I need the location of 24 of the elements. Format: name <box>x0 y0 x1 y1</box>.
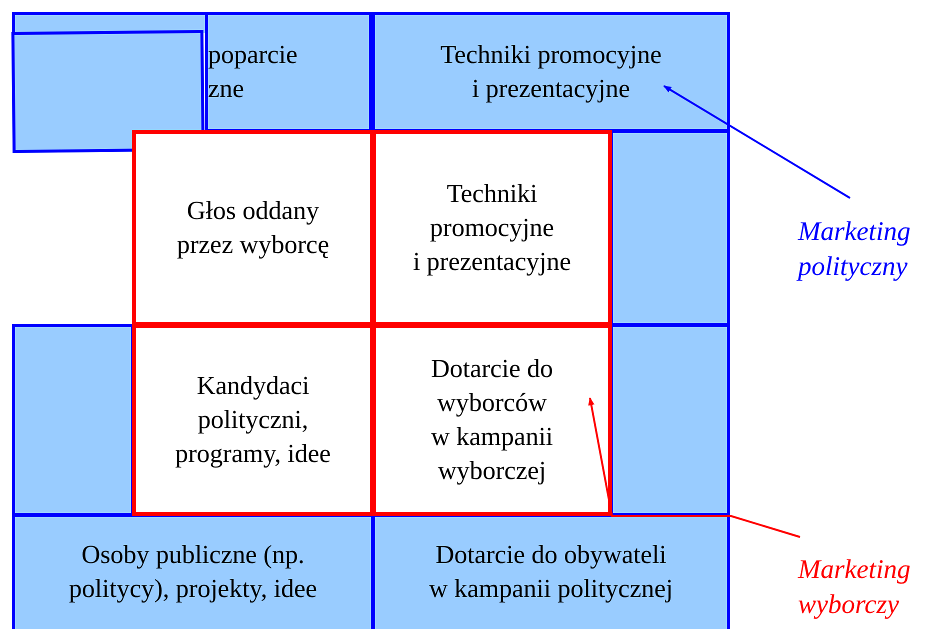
cell-text: Techniki promocyjne i prezentacyjne <box>439 39 663 105</box>
cell-text: Osoby publiczne (np. politycy), projekty, idee <box>68 539 318 605</box>
blank-box <box>610 130 730 326</box>
annotation-label: Marketing polityczny <box>798 216 910 282</box>
outer-cell <box>372 12 730 132</box>
cell-text: Kandydaci polityczni, programy, idee <box>174 370 332 470</box>
cell-text: Głos oddany przez wyborcę <box>176 195 330 261</box>
cell-text: Dotarcie do obywateli w kampanii politycznej <box>428 539 674 605</box>
inner-cell <box>132 130 374 326</box>
blank-box <box>11 30 205 153</box>
pointer-arrow <box>588 397 800 538</box>
blank-box <box>12 324 134 516</box>
inner-cell <box>372 130 612 326</box>
cell-text: poparcie zne <box>208 39 299 105</box>
annotation-label: Marketing wyborczy <box>798 554 910 620</box>
inner-cell <box>372 324 612 516</box>
blank-box <box>610 324 730 516</box>
inner-cell <box>132 324 374 516</box>
outer-cell <box>372 514 730 629</box>
cell-text: Techniki promocyjne i prezentacyjne <box>412 178 572 278</box>
pointer-arrow <box>663 85 851 199</box>
outer-cell <box>205 12 372 132</box>
outer-cell <box>12 514 374 629</box>
cell-text: Dotarcie do wyborców w kampanii wyborczej <box>430 353 554 487</box>
